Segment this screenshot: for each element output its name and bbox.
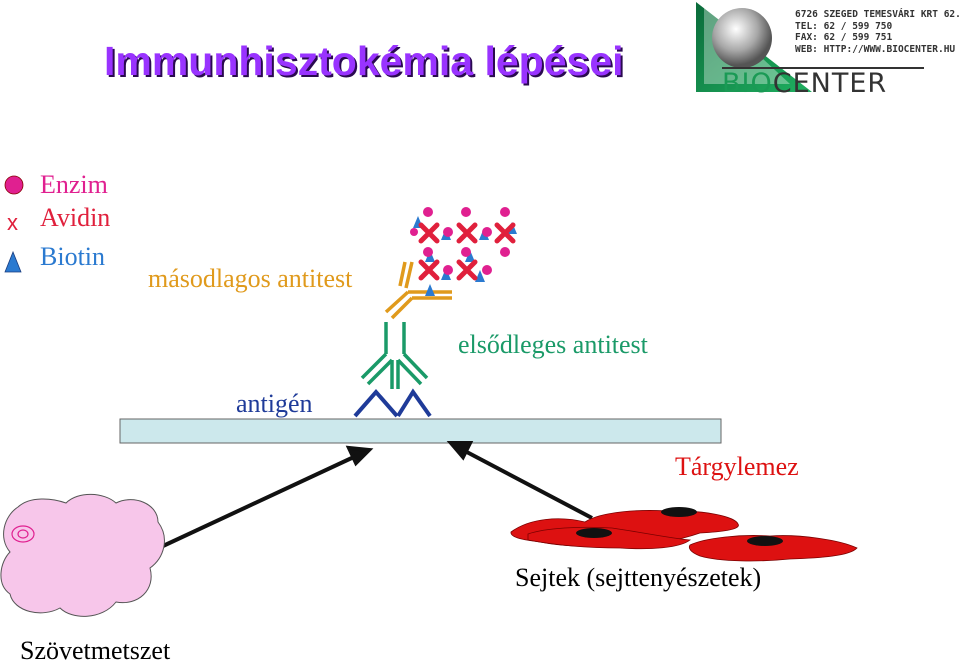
brand-center: CENTER — [772, 68, 888, 99]
biotin-legend-icon — [4, 250, 22, 273]
antigen-shapes — [353, 388, 432, 418]
company-tel: TEL: 62 / 599 750 — [795, 20, 893, 32]
company-web: WEB: HTTP://WWW.BIOCENTER.HU — [795, 43, 956, 55]
secondary-antibody-shape — [384, 261, 452, 320]
arrow-tissue-to-slide — [162, 445, 374, 548]
legend-biotin-label: Biotin — [40, 242, 106, 271]
tissue-section-shape — [0, 493, 165, 617]
logo-sphere-icon — [712, 8, 772, 68]
slide-label: Tárgylemez — [675, 452, 799, 481]
legend-enzim-label: Enzim — [40, 170, 108, 199]
avidin-legend-icon: x — [7, 210, 18, 235]
tissue-label: Szövetmetszet — [20, 636, 171, 665]
company-contact: 6726 SZEGED TEMESVÁRI KRT 62. TEL: 62 / … — [795, 9, 960, 55]
brand-bio: BIO — [722, 68, 773, 99]
secondary-antibody-label: másodlagos antitest — [148, 264, 353, 293]
company-fax: FAX: 62 / 599 751 — [795, 32, 893, 43]
page-title: Immunhisztokémia lépései — [104, 38, 624, 84]
antigen-label: antigén — [236, 389, 313, 418]
company-address: 6726 SZEGED TEMESVÁRI KRT 62. — [795, 9, 960, 20]
cells-label: Sejtek (sejttenyészetek) — [515, 563, 762, 592]
cells-shape — [510, 510, 858, 562]
primary-antibody-shape — [360, 322, 429, 389]
abc-complex — [410, 207, 517, 296]
primary-antibody-label: elsődleges antitest — [458, 330, 648, 359]
glass-slide — [119, 418, 722, 444]
biocenter-logo — [696, 2, 924, 92]
enzim-legend-icon — [4, 175, 24, 195]
legend-avidin-label: Avidin — [40, 203, 111, 232]
arrow-cells-to-slide — [446, 441, 593, 520]
brand-name: BIOCENTER — [722, 68, 887, 99]
cell-nuclei — [576, 507, 783, 546]
